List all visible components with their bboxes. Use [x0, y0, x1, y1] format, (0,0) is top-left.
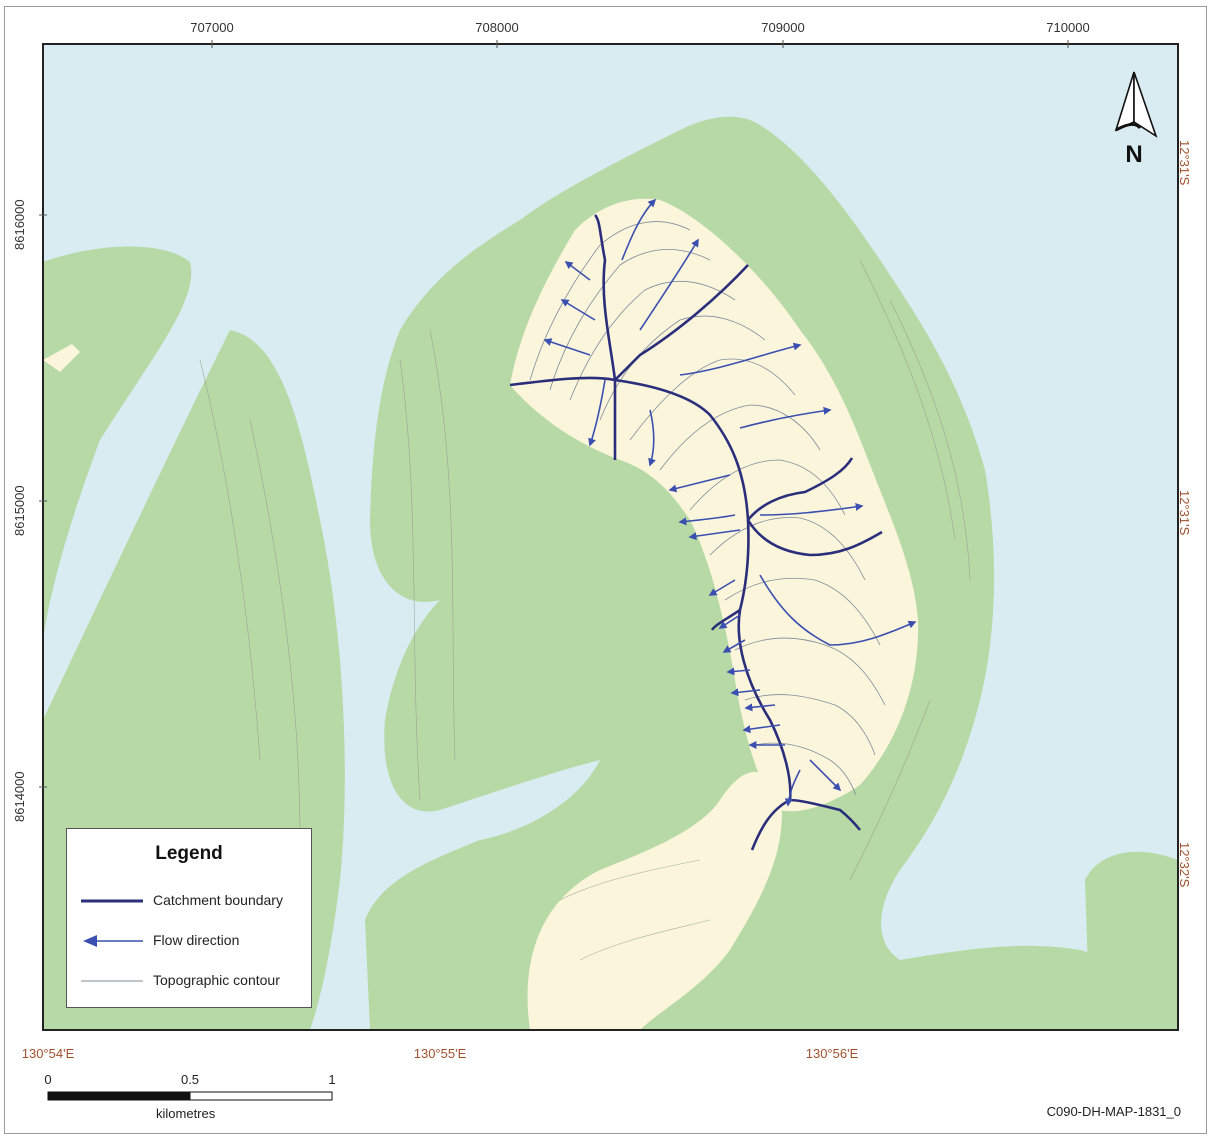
catchment-boundaries: [509, 214, 883, 851]
bare-spot-left: [43, 344, 80, 372]
scale-tick: 0.5: [180, 1072, 200, 1087]
northing-label: 8614000: [12, 771, 27, 822]
map-code: C090-DH-MAP-1831_0: [1046, 1104, 1181, 1119]
longitude-label: 130°54'E: [21, 1046, 75, 1061]
northing-label: 8616000: [12, 199, 27, 250]
northing-label: 8615000: [12, 485, 27, 536]
legend-label: Topographic contour: [153, 972, 280, 988]
scale-unit: kilometres: [156, 1106, 216, 1121]
legend-title: Legend: [155, 843, 223, 864]
north-arrow: N: [1106, 70, 1162, 175]
easting-label: 709000: [761, 20, 805, 35]
latitude-label: 12°31'S: [1177, 140, 1192, 186]
flow-arrows: [543, 198, 917, 807]
latitude-label: 12°31'S: [1177, 490, 1192, 536]
map-neatline: [42, 43, 1179, 1031]
legend-item-contour: Topographic contour: [79, 971, 309, 991]
vegetation-contours: [199, 259, 971, 961]
scale-tick: 1: [328, 1072, 336, 1087]
easting-label: 710000: [1046, 20, 1090, 35]
easting-label: 708000: [475, 20, 519, 35]
scale-tick: 0: [44, 1072, 52, 1087]
north-label: N: [1125, 141, 1142, 168]
scale-bar-graphic: [47, 1091, 333, 1101]
latitude-label: 12°32'S: [1177, 842, 1192, 888]
north-arrow-icon: N: [1114, 71, 1158, 168]
grid-ticks: [39, 40, 1069, 788]
vegetation-left-strip: [43, 246, 192, 641]
easting-label: 707000: [190, 20, 234, 35]
scale-bar: 0 0.5 1 kilometres: [44, 1072, 346, 1122]
legend: Legend Catchment boundary Flow direction…: [66, 828, 312, 1008]
legend-label: Flow direction: [153, 932, 240, 948]
contour-line-icon: [81, 980, 143, 982]
bare-ground-south: [527, 771, 782, 1030]
legend-label: Catchment boundary: [153, 892, 283, 908]
longitude-label: 130°55'E: [413, 1046, 467, 1061]
map-frame: [4, 6, 1207, 1134]
legend-item-catchment: Catchment boundary: [79, 891, 309, 911]
legend-item-flow: Flow direction: [79, 931, 309, 951]
contour-lines: [529, 221, 886, 796]
longitude-label: 130°56'E: [805, 1046, 859, 1061]
vegetation-right-lower: [1085, 851, 1178, 1030]
catchment-line-icon: [81, 899, 143, 903]
flow-arrow-icon: [83, 935, 143, 947]
